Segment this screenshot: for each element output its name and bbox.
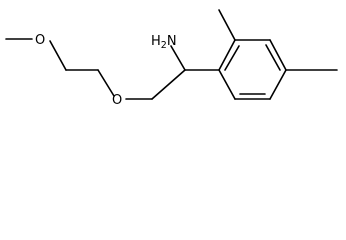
ring-bond-4	[269, 39, 287, 71]
ring-bond-6	[218, 39, 236, 71]
chemical-structure: H2N O O	[5, 9, 338, 108]
ring-bond-1	[218, 69, 236, 100]
amine-label: H2N	[151, 34, 177, 51]
bond-oxygen-ch2	[49, 40, 67, 71]
ring-bond-6-inner	[224, 45, 240, 71]
ring-bond-4-inner	[265, 44, 281, 71]
benzene-ring	[184, 39, 287, 100]
ether-oxygen-top-label: O	[35, 33, 45, 48]
bond-ortho-methyl	[218, 9, 236, 41]
ring-bond-3	[269, 69, 287, 100]
methoxy-ethoxy-chain	[5, 38, 186, 100]
bond-ch2-chiral	[151, 69, 186, 100]
bond-ch2-oxygen	[97, 69, 115, 97]
bond-chiral-amine	[170, 45, 186, 71]
ether-oxygen-bottom-label: O	[112, 93, 122, 108]
